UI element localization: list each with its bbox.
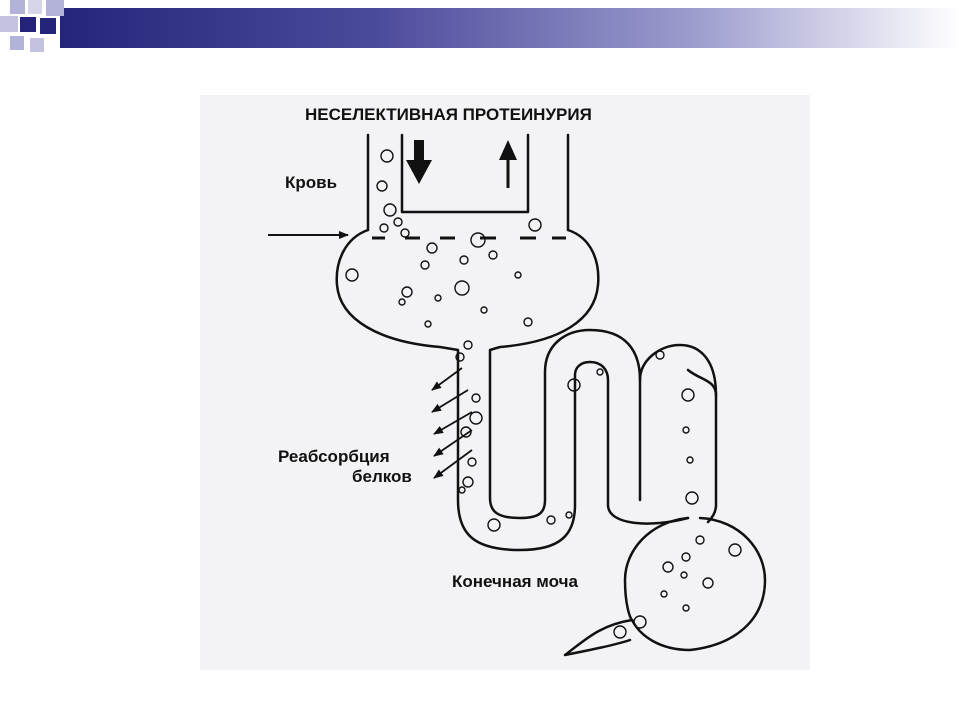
collecting-tube	[686, 368, 718, 524]
reabsorption-arrow	[431, 389, 469, 413]
header-bar	[60, 8, 960, 48]
deco-square	[30, 38, 44, 52]
capsule-inner	[488, 228, 642, 520]
final-urine-label: Конечная моча	[452, 572, 578, 591]
deco-square	[20, 17, 36, 32]
deco-square	[10, 36, 24, 50]
protein-particles	[345, 149, 742, 639]
reabsorption-label-line1: Реабсорбция	[278, 447, 390, 466]
blood-flow-up-arrow	[499, 140, 517, 188]
blood-flow-down-arrow	[406, 140, 432, 184]
blood-label: Кровь	[285, 173, 338, 192]
deco-square	[46, 0, 64, 16]
vessel-inner-loop	[400, 133, 530, 214]
corner-decoration	[0, 0, 70, 60]
collecting-tube-inner	[638, 343, 718, 397]
reabsorption-label-line2: белков	[352, 467, 412, 486]
deco-square	[28, 0, 42, 14]
diagram-title: НЕСЕЛЕКТИВНАЯ ПРОТЕИНУРИЯ	[305, 105, 592, 124]
deco-square	[0, 16, 18, 32]
deco-square	[40, 18, 56, 34]
reabsorption-arrow	[433, 411, 473, 435]
deco-square	[10, 0, 25, 14]
reabsorption-arrow	[433, 429, 473, 457]
final-urine-chamber	[623, 516, 690, 622]
capsule-outline	[335, 228, 767, 657]
reabsorption-arrow	[431, 367, 463, 391]
reabsorption-arrow	[433, 449, 473, 479]
